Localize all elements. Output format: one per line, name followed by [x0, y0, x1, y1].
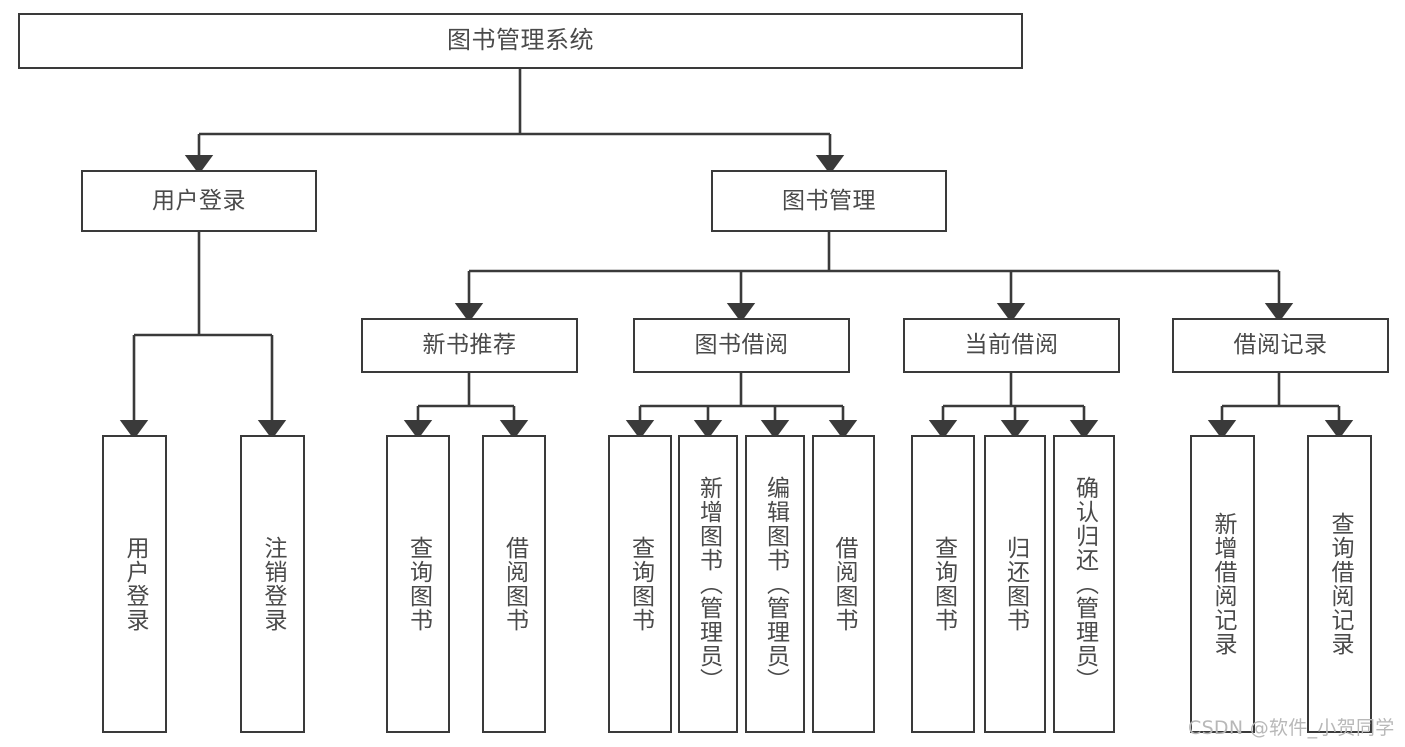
node-level2-user-login-label: 用户登录: [152, 187, 246, 214]
node-leaf-edit-book-admin[interactable]: 编辑图书（管理员）: [745, 435, 805, 733]
node-leaf-query-borrow-record[interactable]: 查询借阅记录: [1307, 435, 1372, 733]
node-level3-book-borrow-label: 图书借阅: [694, 332, 789, 359]
node-leaf-return-book-label: 归还图书: [1002, 536, 1029, 632]
node-leaf-add-borrow-record[interactable]: 新增借阅记录: [1190, 435, 1255, 733]
node-level3-new-book-recommend-label: 新书推荐: [422, 332, 517, 359]
node-leaf-query-book-current-label: 查询图书: [930, 536, 957, 632]
node-root[interactable]: 图书管理系统: [18, 13, 1023, 69]
node-level3-current-borrow[interactable]: 当前借阅: [903, 318, 1120, 373]
watermark-text: CSDN @软件_小贺同学: [1188, 717, 1395, 739]
node-leaf-borrow-book[interactable]: 借阅图书: [812, 435, 875, 733]
node-leaf-query-book-borrow-label: 查询图书: [627, 536, 654, 632]
node-leaf-user-login[interactable]: 用户登录: [102, 435, 167, 733]
node-leaf-borrow-book-recommend[interactable]: 借阅图书: [482, 435, 546, 733]
node-leaf-query-borrow-record-label: 查询借阅记录: [1327, 512, 1353, 656]
node-leaf-add-borrow-record-label: 新增借阅记录: [1210, 512, 1236, 656]
node-leaf-borrow-book-recommend-label: 借阅图书: [501, 536, 528, 632]
node-leaf-logout[interactable]: 注销登录: [240, 435, 305, 733]
node-leaf-add-book-admin[interactable]: 新增图书（管理员）: [678, 435, 738, 733]
node-level3-borrow-record-label: 借阅记录: [1233, 332, 1328, 359]
node-leaf-query-book-recommend-label: 查询图书: [405, 536, 432, 632]
node-leaf-user-login-label: 用户登录: [122, 536, 148, 632]
node-leaf-edit-book-admin-label: 编辑图书（管理员）: [762, 476, 789, 692]
node-level2-user-login[interactable]: 用户登录: [81, 170, 317, 232]
node-level3-book-borrow[interactable]: 图书借阅: [633, 318, 850, 373]
node-level3-current-borrow-label: 当前借阅: [964, 332, 1059, 359]
node-leaf-confirm-return-admin-label: 确认归还（管理员）: [1071, 476, 1098, 692]
node-leaf-return-book[interactable]: 归还图书: [984, 435, 1046, 733]
node-leaf-add-book-admin-label: 新增图书（管理员）: [695, 476, 722, 692]
node-leaf-query-book-borrow[interactable]: 查询图书: [608, 435, 672, 733]
node-leaf-logout-label: 注销登录: [260, 536, 286, 632]
node-level3-borrow-record[interactable]: 借阅记录: [1172, 318, 1389, 373]
node-leaf-query-book-current[interactable]: 查询图书: [911, 435, 975, 733]
node-level2-book-management[interactable]: 图书管理: [711, 170, 947, 232]
node-root-label: 图书管理系统: [447, 26, 594, 55]
node-leaf-query-book-recommend[interactable]: 查询图书: [386, 435, 450, 733]
node-level2-book-management-label: 图书管理: [782, 187, 876, 214]
node-leaf-borrow-book-label: 借阅图书: [831, 536, 857, 632]
node-level3-new-book-recommend[interactable]: 新书推荐: [361, 318, 578, 373]
node-leaf-confirm-return-admin[interactable]: 确认归还（管理员）: [1053, 435, 1115, 733]
